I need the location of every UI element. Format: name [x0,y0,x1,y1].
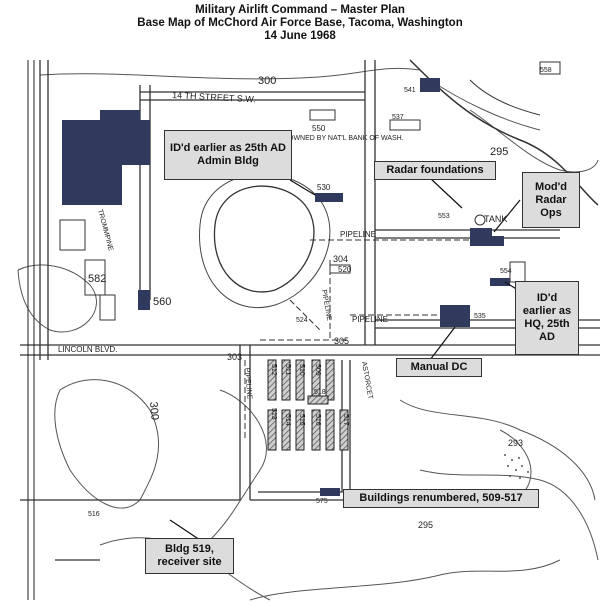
contour-305: 305 [334,336,349,346]
bldg-541: 541 [404,87,416,94]
bldg-575: 575 [316,498,328,505]
bldg-537: 537 [392,114,404,121]
bldg-558: 558 [540,67,552,74]
bldg-582: 582 [88,273,106,285]
stipple-area [504,454,529,479]
building-cluster [267,359,349,451]
contour-295-a: 295 [490,146,508,158]
header-title: Military Airlift Command – Master Plan [195,4,405,16]
bldg-510: 510 [298,364,305,376]
tank-label: TANK [484,214,507,224]
header-subtitle: Base Map of McChord Air Force Base, Taco… [137,17,463,29]
building-radar-ops [470,228,492,246]
buildings [62,78,510,496]
contour-303: 303 [227,352,242,362]
callout-admin-bldg: ID'd earlier as 25th AD Admin Bldg [164,130,292,180]
header-date: 14 June 1968 [264,30,336,42]
pipeline-label-2: PIPELINE [352,315,388,324]
outline-buildings [59,61,561,321]
contour-293: 293 [508,438,523,448]
creek-b [469,79,541,116]
pipelines [244,239,470,440]
callout-radar-ops: Mod'd Radar Ops [522,172,580,228]
bldg-554: 554 [500,268,512,275]
bldg-515: 515 [298,414,305,426]
bldg-560: 560 [153,296,171,308]
callout-renumbered: Buildings renumbered, 509-517 [343,489,539,508]
building-535 [440,305,470,327]
bldg-512: 512 [270,364,277,376]
callout-receiver: Bldg 519, receiver site [145,538,234,574]
bldg-520: 520 [338,265,352,274]
leader-lines [169,177,521,541]
building-530 [315,193,343,202]
contour-304: 304 [333,254,348,264]
bldg-513: 513 [270,408,277,420]
bldg-550: 550 [312,124,326,133]
bldg-518: 518 [314,389,326,396]
bldg-516: 516 [314,414,321,426]
bldg-509: 509 [314,364,321,376]
callout-manual-dc: Manual DC [396,358,482,377]
bldg-524: 524 [296,317,308,324]
bldg-535: 535 [474,313,486,320]
bldg-530: 530 [317,183,331,192]
building-575 [320,488,340,496]
contour-300-mid: 300 [147,401,161,420]
bldg-517: 517 [342,414,349,426]
bldg-511: 511 [284,364,291,375]
owned-by-label: OWNED BY NAT'L BANK OF WASH. [288,135,404,142]
building-560 [138,290,150,310]
callout-hq: ID'd earlier as HQ, 25th AD [515,281,579,355]
lincoln-label: LINCOLN BLVD. [58,345,117,354]
pipeline-label-4: PIPELINE [243,368,253,400]
bldg-514: 514 [284,414,291,426]
oval-road [213,185,315,293]
railroad [27,60,35,600]
street-14th-label: 14 TH STREET S.W. [172,90,256,104]
callout-radar-foundations: Radar foundations [374,161,496,180]
building-541 [420,78,440,92]
pipeline-label-1: PIPELINE [340,230,376,239]
bldg-516-b: 516 [88,511,100,518]
tank-icon [474,214,486,226]
contour-300-top: 300 [258,75,276,87]
building-hq [490,278,510,286]
contour-295-b: 295 [418,520,433,530]
bldg-553: 553 [438,213,450,220]
map-header: Military Airlift Command – Master Plan B… [0,0,600,60]
roads [20,60,600,561]
